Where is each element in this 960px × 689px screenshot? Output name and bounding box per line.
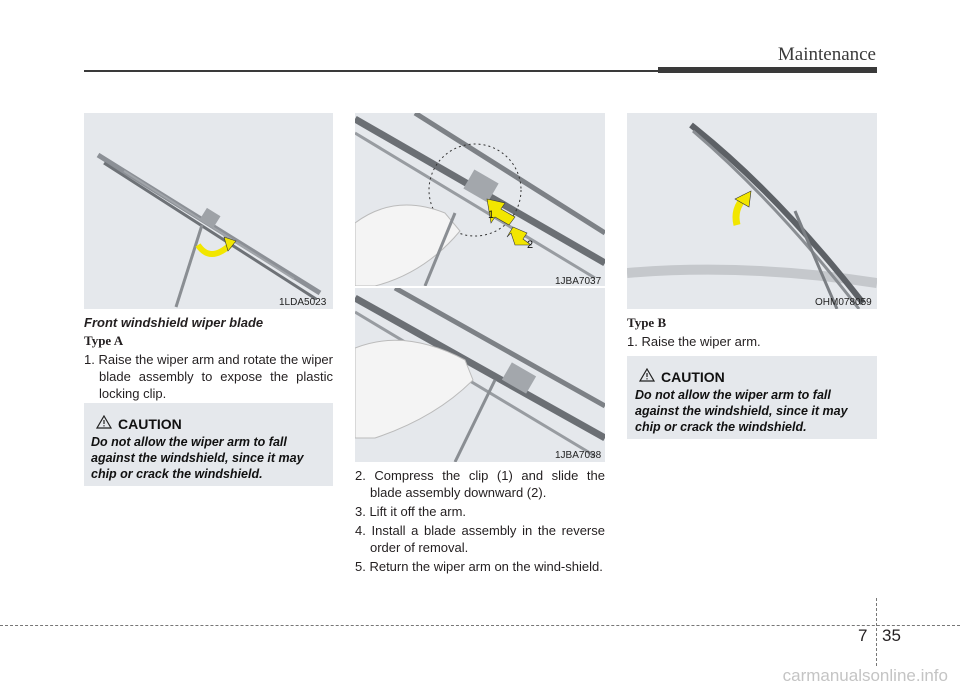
figure-wiper-raise-type-a [84,113,333,309]
figure-code: 1JBA7038 [555,450,602,461]
callout-number: 2 [527,239,534,251]
instruction-step: 1. Raise the wiper arm. [627,333,877,352]
blade-slide-illustration [355,288,605,462]
instruction-step: 1. Raise the wiper arm and rotate the wi… [84,351,333,404]
callout-number: 1 [488,209,495,221]
caution-box: CAUTION Do not allow the wiper arm to fa… [627,356,877,439]
figure-code: 1LDA5023 [279,297,327,308]
section-heading: Front windshield wiper blade [84,315,264,330]
caution-text: Do not allow the wiper arm to fall again… [635,388,848,434]
step-text: 1. Raise the wiper arm. [627,334,761,349]
header-rule-accent [658,67,877,73]
step-text: 4. Install a blade assembly in the rever… [355,523,605,555]
step-text: 2. Compress the clip (1) and slide the b… [355,468,605,500]
type-label: Type A [84,333,124,348]
wiper-arm-illustration [627,122,877,309]
caution-title: CAUTION [661,369,725,385]
watermark: carmanualsonline.info [782,666,948,685]
page-number: 35 [882,626,901,645]
header-rule [84,70,664,72]
step-text: 5. Return the wiper arm on the wind-shie… [355,559,603,574]
wiper-blade-illustration [96,152,322,308]
figure-code: OHM078059 [815,297,872,308]
caution-title: CAUTION [118,416,182,432]
footer-divider [876,598,877,666]
caution-text: Do not allow the wiper arm to fall again… [91,435,304,481]
page-section-title: Maintenance [777,44,876,65]
footer-rule [0,625,960,626]
instruction-steps: 2. Compress the clip (1) and slide the b… [355,467,605,577]
type-label: Type B [627,315,667,330]
warning-triangle-icon [96,415,112,429]
warning-triangle-icon [639,368,655,382]
chapter-number: 7 [858,626,868,645]
figure-slide-blade [355,288,605,462]
figure-compress-clip [355,113,605,286]
clip-compress-illustration [355,113,605,286]
caution-box: CAUTION Do not allow the wiper arm to fa… [84,403,333,486]
step-text: 1. Raise the wiper arm and rotate the wi… [84,352,333,401]
figure-wiper-raise-type-b [627,113,877,309]
figure-code: 1JBA7037 [555,276,602,287]
step-text: 3. Lift it off the arm. [355,504,467,519]
